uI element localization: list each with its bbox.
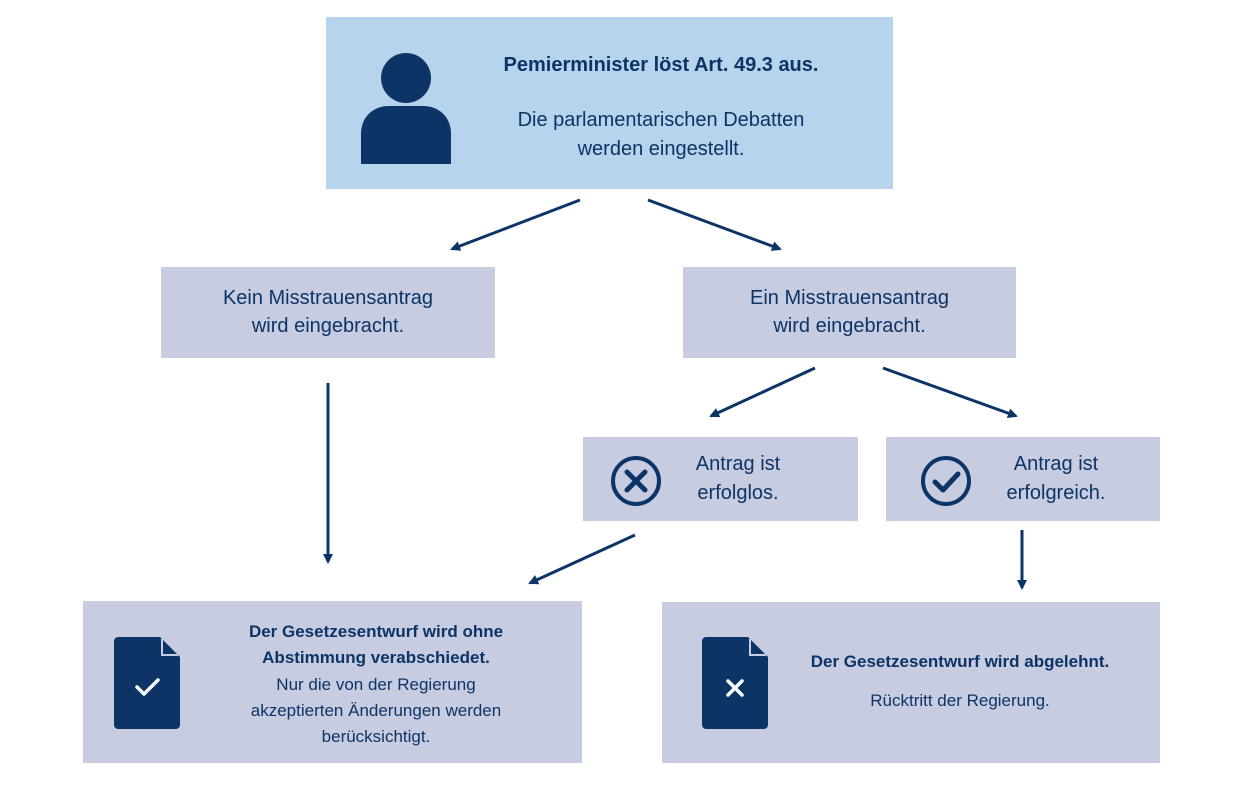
no-motion-line-1: Kein Misstrauensantrag: [222, 287, 434, 309]
document-check-icon: [114, 637, 180, 734]
motion-box: Ein Misstrauensantrag wird eingebracht.: [683, 267, 1016, 358]
outcome-adopted-body-2: akzeptierten Änderungen werden: [250, 701, 502, 720]
motion-failed-box: Antrag ist erfolglos.: [583, 437, 858, 521]
trigger-line-2: werden eingestellt.: [577, 138, 745, 160]
outcome-adopted-title-1: Der Gesetzesentwurf wird ohne: [248, 622, 504, 641]
arrow-to-left-branch: [450, 198, 581, 251]
person-icon: [359, 52, 453, 169]
outcome-rejected-box: Der Gesetzesentwurf wird abgelehnt. Rück…: [662, 602, 1160, 763]
motion-line-2: wird eingebracht.: [773, 315, 926, 337]
trigger-title: Pemierminister löst Art. 49.3 aus.: [503, 54, 819, 76]
motion-failed-line-1: Antrag ist: [695, 453, 781, 475]
outcome-adopted-title-2: Abstimmung verabschiedet.: [262, 648, 490, 667]
motion-succeeded-line-2: erfolgreich.: [1006, 482, 1106, 504]
arrow-failed-to-adopted: [528, 533, 636, 585]
outcome-rejected-body: Rücktritt der Regierung.: [870, 691, 1050, 710]
motion-line-1: Ein Misstrauensantrag: [750, 287, 949, 309]
arrow-to-succeeded: [882, 366, 1018, 418]
outcome-adopted-box: Der Gesetzesentwurf wird ohne Abstimmung…: [83, 601, 582, 763]
motion-failed-line-2: erfolglos.: [697, 482, 779, 504]
no-motion-line-2: wird eingebracht.: [251, 315, 405, 337]
arrow-to-failed: [709, 366, 816, 418]
x-circle-icon: [609, 454, 663, 513]
document-x-icon: [702, 637, 768, 734]
trigger-box: Pemierminister löst Art. 49.3 aus. Die p…: [326, 17, 893, 189]
arrow-to-right-branch: [647, 198, 782, 251]
motion-succeeded-line-1: Antrag ist: [1013, 453, 1099, 475]
check-circle-icon: [919, 454, 973, 513]
outcome-adopted-body-1: Nur die von der Regierung: [276, 675, 476, 694]
trigger-line-1: Die parlamentarischen Debatten: [517, 109, 805, 131]
outcome-adopted-body-3: berücksichtigt.: [321, 727, 431, 746]
outcome-rejected-title: Der Gesetzesentwurf wird abgelehnt.: [810, 652, 1110, 671]
motion-succeeded-box: Antrag ist erfolgreich.: [886, 437, 1160, 521]
no-motion-box: Kein Misstrauensantrag wird eingebracht.: [161, 267, 495, 358]
